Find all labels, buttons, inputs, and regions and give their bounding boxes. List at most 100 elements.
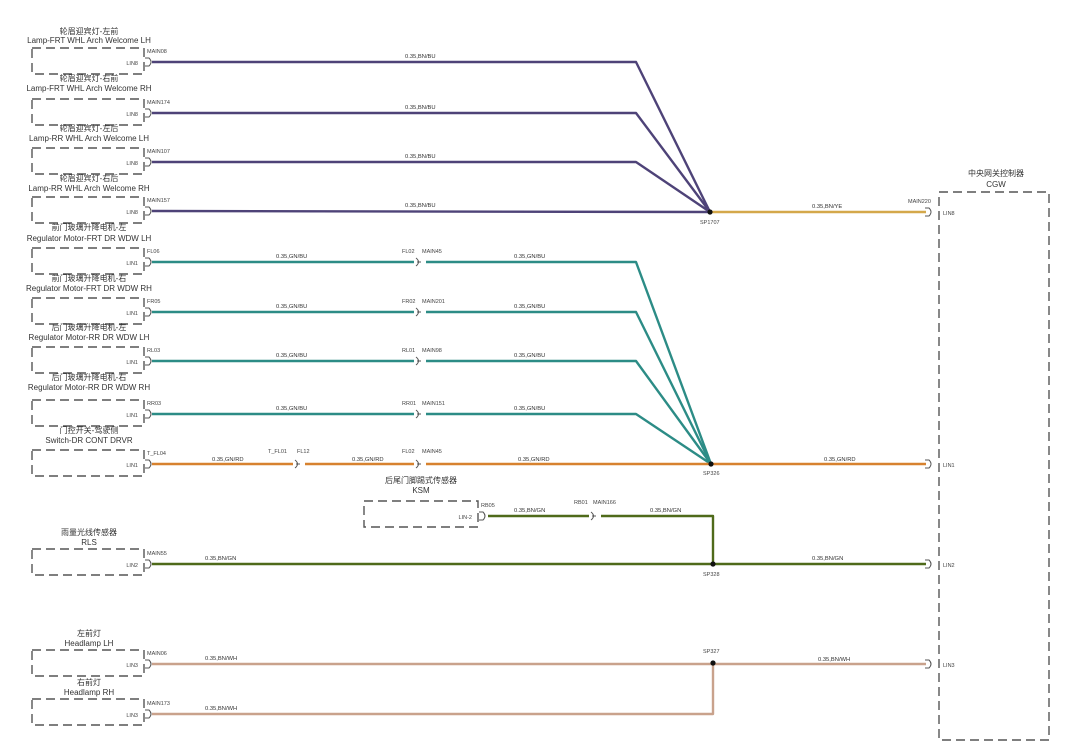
wire-label: 0.35,GN/RD (824, 457, 856, 463)
pin-symbol (145, 659, 152, 669)
cgw-module-box (938, 191, 1050, 741)
splice-label: SP328 (703, 572, 720, 578)
wire-label: 0.35,GN/RD (518, 457, 550, 463)
inline-connector-id: T_FL01 (268, 449, 287, 455)
pin-label: LIN3 (126, 663, 138, 669)
component-name-cn: 后门玻璃升降电机-左 (52, 322, 127, 332)
wire-label: 0.35,BN/GN (205, 556, 236, 562)
component-3 (31, 196, 145, 224)
connector-id: RB05 (481, 503, 495, 509)
component-box (31, 399, 145, 427)
wire-label: 0.35,GN/RD (212, 457, 244, 463)
pin-symbol (145, 409, 152, 419)
inline-connector-id: MAIN98 (422, 348, 442, 354)
connector-id: MAIN220 (908, 199, 931, 205)
pin-symbol (145, 206, 152, 216)
cgw-pin-label: LIN8 (943, 211, 955, 217)
splice-point (710, 660, 716, 666)
splice-label: SP1707 (700, 220, 720, 226)
pin-label: LIN2 (126, 563, 138, 569)
pin-label: LIN3 (126, 713, 138, 719)
module-name-cn: 中央网关控制器 (968, 168, 1024, 178)
component-box (31, 698, 145, 726)
pin-label: LIN1 (126, 360, 138, 366)
inline-connector-id: RL01 (402, 348, 415, 354)
pin-label: LIN1 (126, 311, 138, 317)
component-box (31, 196, 145, 224)
inline-connector-id: MAIN166 (593, 500, 616, 506)
connector-id: FL06 (147, 249, 160, 255)
pin-label: LIN1 (126, 463, 138, 469)
wire-label: 0.35,BN/YE (812, 204, 842, 210)
pin-label: LIN-2 (459, 515, 472, 521)
wire-label: 0.35,BN/BU (405, 105, 436, 111)
wire-label: 0.35,GN/BU (276, 254, 307, 260)
wire-label: 0.35,GN/RD (352, 457, 384, 463)
wire-6-b (426, 359, 712, 465)
connector-id: MAIN157 (147, 198, 170, 204)
inline-connector-id: RR01 (402, 401, 416, 407)
component-12 (31, 698, 145, 726)
wire-3 (151, 209, 711, 214)
connector-id: MAIN174 (147, 100, 170, 106)
cgw-pin-label: LIN1 (943, 463, 955, 469)
splice-label: SP327 (703, 649, 720, 655)
wire-label: 0.35,BN/GN (514, 508, 545, 514)
inline-connector-id: MAIN45 (422, 249, 442, 255)
connector-id: MAIN173 (147, 701, 170, 707)
connector-id: MAIN55 (147, 551, 167, 557)
pin-symbol (145, 459, 152, 469)
wire-label: 0.35,GN/BU (276, 353, 307, 359)
pin-symbol (145, 257, 152, 267)
component-1 (31, 98, 145, 126)
pin-symbol (145, 559, 152, 569)
wire-label: 0.35,GN/BU (514, 406, 545, 412)
wire-label: 0.35,BN/BU (405, 203, 436, 209)
wire-2 (152, 160, 711, 213)
component-name-en: Regulator Motor-FRT DR WDW LH (27, 234, 152, 243)
component-name-en: Headlamp RH (64, 688, 114, 697)
component-box (31, 297, 145, 325)
wire-9-b (601, 514, 715, 564)
component-name-en: Lamp-RR WHL Arch Welcome RH (28, 184, 150, 193)
component-name-cn: 雨量光线传感器 (61, 527, 117, 537)
pin-symbol (145, 356, 152, 366)
component-name-cn: 后尾门脚踢式传感器 (385, 475, 457, 485)
component-box (31, 47, 145, 75)
component-name-en: Lamp-RR WHL Arch Welcome LH (29, 134, 149, 143)
connector-id: MAIN107 (147, 149, 170, 155)
module-name-en: CGW (986, 180, 1006, 189)
wire-label: 0.35,BN/BU (405, 54, 436, 60)
cgw-pin-symbol (925, 659, 932, 669)
wire-1 (152, 111, 711, 213)
wire-label: 0.35,BN/GN (812, 556, 843, 562)
component-9 (363, 500, 479, 528)
component-10 (31, 548, 145, 576)
component-name-en: Regulator Motor-RR DR WDW LH (29, 333, 150, 342)
component-box (31, 649, 145, 677)
component-7 (31, 399, 145, 427)
splice-point (708, 461, 714, 467)
inline-connector-id: FR02 (402, 299, 415, 305)
component-name-cn: 前门玻璃升降电机-右 (52, 273, 127, 283)
splice-point (710, 561, 716, 567)
component-name-en: Headlamp LH (65, 639, 114, 648)
wire-12 (152, 663, 715, 716)
connector-id: MAIN08 (147, 49, 167, 55)
pin-symbol (145, 108, 152, 118)
wire-label: 0.35,GN/BU (276, 304, 307, 310)
cgw-pin-label: LIN2 (943, 563, 955, 569)
connector-id: FR05 (147, 299, 160, 305)
component-5 (31, 297, 145, 325)
component-box (363, 500, 479, 528)
pin-symbol (145, 307, 152, 317)
component-11 (31, 649, 145, 677)
component-box (31, 147, 145, 175)
component-box (31, 449, 145, 477)
pin-label: LIN8 (126, 161, 138, 167)
inline-connector-id: MAIN201 (422, 299, 445, 305)
pin-label: LIN1 (126, 413, 138, 419)
wire-7-b (426, 412, 712, 465)
splice-label: SP326 (703, 471, 720, 477)
